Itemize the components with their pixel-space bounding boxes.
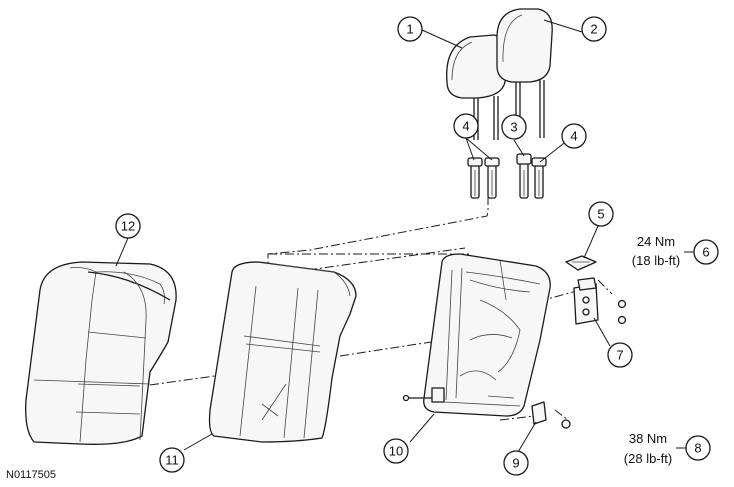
callout-5: 5 [588, 201, 614, 227]
pivot-bolt [561, 419, 571, 429]
callout-6: 6 [693, 239, 719, 265]
svg-text:8: 8 [694, 441, 701, 456]
callout-7: 7 [607, 342, 633, 368]
torque-upper-lbft: (18 lb-ft) [632, 253, 680, 268]
svg-text:7: 7 [616, 348, 623, 363]
headrest-guide-sleeves [467, 153, 547, 199]
svg-text:12: 12 [121, 219, 135, 234]
seatback-frame [402, 253, 551, 417]
svg-text:4: 4 [570, 129, 577, 144]
bolt-upper [617, 299, 627, 309]
pivot-bushing [531, 401, 571, 429]
leader-lines [115, 19, 694, 453]
torque-lower-nm: 38 Nm [629, 431, 667, 446]
callout-4-right: 4 [561, 123, 587, 149]
headrest-right [496, 8, 553, 138]
svg-text:10: 10 [389, 444, 403, 459]
svg-text:9: 9 [512, 456, 519, 471]
callout-4-left: 4 [453, 113, 479, 139]
svg-text:6: 6 [702, 245, 709, 260]
callout-2: 2 [581, 16, 607, 42]
callout-3: 3 [501, 114, 527, 140]
figure-id: N0117505 [6, 469, 56, 481]
headrest-bezel [565, 255, 597, 271]
bolt-lower [617, 315, 627, 325]
svg-text:5: 5 [597, 207, 604, 222]
seatback-latch-bracket [573, 277, 627, 325]
torque-lower-lbft: (28 lb-ft) [624, 451, 672, 466]
callout-12: 12 [115, 213, 141, 239]
seatback-cushion-pad [208, 261, 357, 443]
callout-8: 8 [685, 435, 711, 461]
callout-9: 9 [503, 450, 529, 476]
callout-11: 11 [159, 447, 185, 473]
svg-text:3: 3 [510, 120, 517, 135]
svg-text:1: 1 [406, 22, 413, 37]
svg-text:11: 11 [165, 453, 179, 468]
callout-10: 10 [383, 438, 409, 464]
svg-text:4: 4 [462, 119, 469, 134]
svg-text:2: 2 [590, 22, 597, 37]
torque-upper-nm: 24 Nm [637, 234, 675, 249]
callout-1: 1 [397, 16, 423, 42]
seatback-cover [25, 261, 177, 445]
